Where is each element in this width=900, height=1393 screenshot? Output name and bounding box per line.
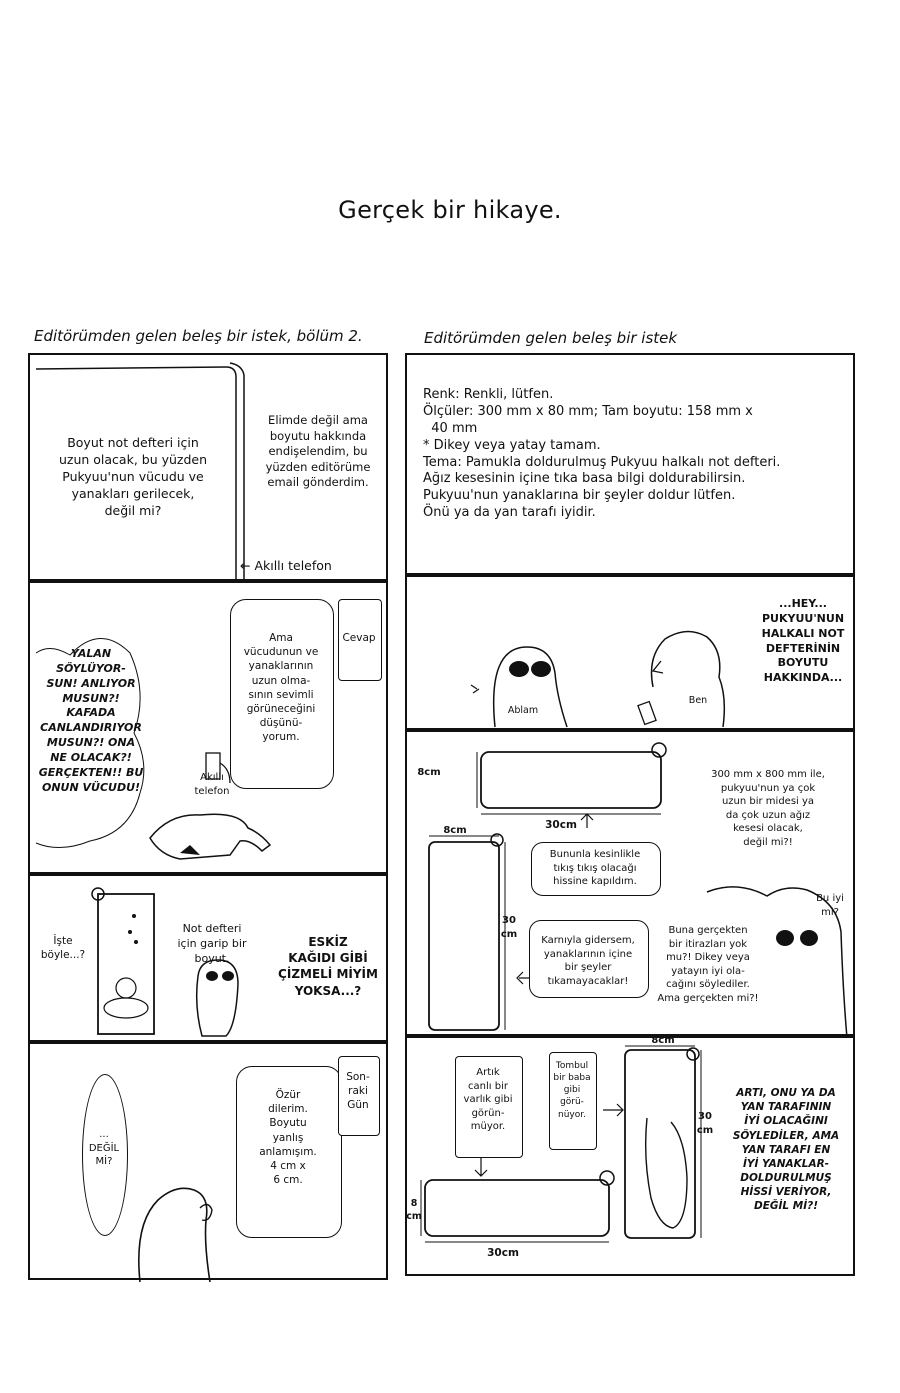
dim-30cm-bottom: 30cm (487, 1247, 519, 1259)
page-title: Gerçek bir hikaye. (338, 196, 562, 224)
pukyuu-back-drawing (138, 1187, 213, 1283)
chubby-box (549, 1052, 597, 1150)
reply-label-box (338, 599, 382, 681)
reply-label: Cevap (342, 632, 376, 644)
me-label: Ben (688, 695, 708, 706)
request-line: Önü ya da yan tarafı iyidir. (423, 505, 596, 521)
next-day-text: Son- raki Gün (346, 1071, 370, 1112)
like-this-text: İşte böyle...? (40, 935, 86, 962)
dim-30cm-side: 30 cm (696, 1111, 714, 1136)
sisters-drawing (470, 630, 726, 728)
lying-pukyuu-drawing (35, 638, 272, 860)
conclusion-text: ARTI, ONU YA DA YAN TARAFININ İYİ OLACAĞ… (732, 1087, 840, 1213)
request-line: Ölçüler: 300 mm x 80 mm; Tam boyutu: 158… (423, 403, 753, 419)
phone-drawing (35, 362, 245, 583)
right-panel-3: 8cm 30cm 8cm 30 cm 300 mm x 800 mm ile, … (405, 730, 855, 1039)
notebook-question-text: Boyut not defteri için uzun olacak, bu y… (58, 435, 208, 518)
request-details: Renk: Renkli, lütfen. Ölçüler: 300 mm x … (423, 387, 780, 522)
request-line: Renk: Renkli, lütfen. (423, 387, 554, 402)
right-panel-1: Renk: Renkli, lütfen. Ölçüler: 300 mm x … (405, 353, 855, 575)
dim-8cm-top: 8cm (651, 1035, 675, 1046)
left-panel-1: Boyut not defteri için uzun olacak, bu y… (28, 353, 388, 583)
tight-text: Bununla kesinlikle tıkış tıkış olacağı h… (549, 849, 641, 887)
smartphone-label-2: Akıllı telefon (194, 772, 230, 797)
shout-text: YALAN SÖYLÜYOR- SUN! ANLIYOR MUSUN?! KAF… (38, 647, 144, 794)
request-line: * Dikey veya yatay tamam. (423, 437, 601, 453)
dim-8cm-b: 8cm (443, 825, 467, 836)
sister-label: Ablam (507, 705, 539, 716)
chubby-text: Tombul bir baba gibi görü- nüyor. (553, 1061, 591, 1120)
worry-text: Elimde değil ama boyutu hakkında endişel… (265, 413, 371, 490)
not-it-text: ... DEĞİL Mİ? (88, 1129, 120, 1167)
next-day-box (338, 1056, 380, 1136)
dim-30cm-a: 30cm (545, 819, 577, 831)
remark-text: 300 mm x 800 mm ile, pukyuu'nun ya çok u… (711, 769, 825, 848)
right-panel-2: ...HEY... PUKYUU'NUN HALKALI NOT DEFTERİ… (405, 575, 855, 730)
apology-text: Özür dilerim. Boyutu yanlış anlamışım. 4… (259, 1089, 317, 1187)
notebook-dimension-drawing (428, 742, 848, 1039)
final-notebook-drawing (420, 1045, 702, 1243)
request-line: Tema: Pamukla doldurulmuş Pukyuu halkalı… (423, 454, 781, 470)
reply-text: Ama vücudunun ve yanaklarının uzun olma-… (243, 632, 319, 744)
request-line: Ağız kesesinin içine tıka basa bilgi dol… (423, 471, 746, 487)
odd-size-text: Not defteri için garip bir boyut. (177, 922, 247, 965)
right-panel-4: Artık canlı bir varlık gibi görün- müyor… (405, 1035, 855, 1276)
dim-8cm-left: 8 cm (406, 1198, 422, 1222)
not-it-bubble (82, 1074, 128, 1236)
request-line: Pukyuu'nun yanaklarına bir şeyler doldur… (423, 488, 736, 504)
left-panel-2: YALAN SÖYLÜYOR- SUN! ANLIYOR MUSUN?! KAF… (28, 581, 388, 874)
request-line: 40 mm (423, 420, 478, 436)
sketch-paper-text: ESKİZ KAĞIDI GİBİ ÇİZMELİ MİYİM YOKSA...… (278, 935, 378, 998)
left-column-caption: Editörümden gelen beleş bir istek, bölüm… (34, 327, 363, 345)
tight-bubble (531, 842, 661, 896)
objection-text: Buna gerçekten bir itirazları yok mu?! D… (657, 925, 759, 1004)
left-panel-3: İşte böyle...? Not defteri için garip bi… (28, 874, 388, 1042)
smartphone-label: ← Akıllı telefon (240, 558, 332, 573)
notebook-sketch-drawing (91, 887, 239, 1037)
good-question-text: Bu iyi mi? (816, 893, 844, 918)
apology-bubble (236, 1066, 342, 1238)
widen-bubble (529, 920, 649, 998)
dim-8cm-a: 8cm (417, 767, 441, 778)
hey-text: ...HEY... PUKYUU'NUN HALKALI NOT DEFTERİ… (761, 597, 845, 685)
alive-box (455, 1056, 523, 1158)
reply-bubble (230, 599, 334, 789)
left-panel-4: ... DEĞİL Mİ? Özür dilerim. Boyutu yanlı… (28, 1042, 388, 1283)
alive-text: Artık canlı bir varlık gibi görün- müyor… (463, 1067, 513, 1132)
dim-30cm-b: 30 cm (500, 915, 518, 940)
right-column-caption: Editörümden gelen beleş bir istek (424, 329, 678, 347)
widen-text: Karnıyla gidersem, yanaklarının içine bi… (541, 935, 635, 987)
